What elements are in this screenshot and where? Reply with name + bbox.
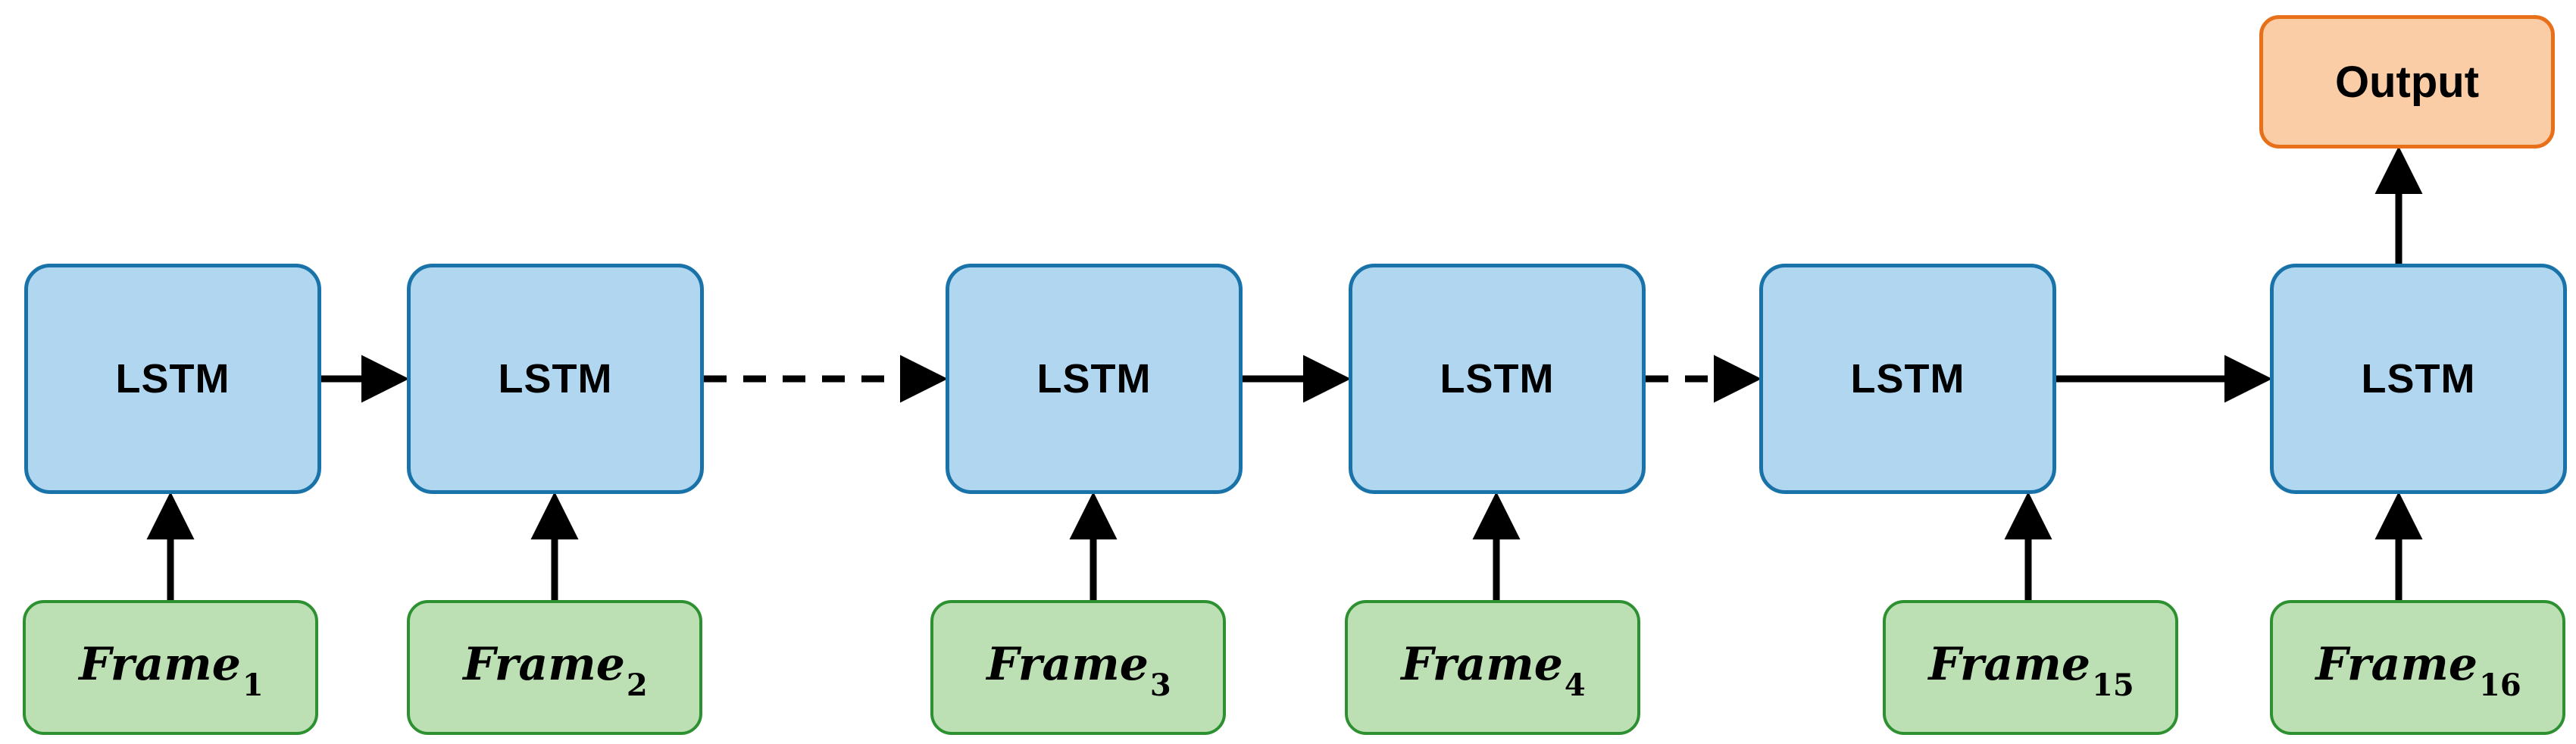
frame-node-label: Frame4 [1401,638,1586,703]
frame-node-base: Frame [463,638,625,691]
frame-node-label: Frame15 [1928,638,2134,703]
frame-node-base: Frame [79,638,241,691]
frame-node-index: 2 [626,667,648,703]
frame-node[interactable]: Frame1 [23,600,318,735]
frame-node-index: 1 [242,667,264,703]
lstm-node[interactable]: LSTM [1349,264,1646,494]
lstm-node-label: LSTM [1036,356,1152,402]
frame-node[interactable]: Frame4 [1345,600,1640,735]
lstm-node[interactable]: LSTM [407,264,704,494]
output-node[interactable]: Output [2259,15,2555,148]
frame-node-base: Frame [1928,638,2091,691]
frame-node-index: 15 [2092,667,2134,703]
frame-node-index: 3 [1149,667,1171,703]
lstm-node-label: LSTM [1850,356,1965,402]
output-node-label: Output [2334,57,2480,107]
lstm-node[interactable]: LSTM [2270,264,2567,494]
frame-node[interactable]: Frame16 [2270,600,2565,735]
lstm-node[interactable]: LSTM [946,264,1243,494]
lstm-node-label: LSTM [1440,356,1555,402]
frame-node-index: 16 [2479,667,2521,703]
vertical-edges-group [146,492,2423,600]
frame-node-label: Frame2 [463,638,648,703]
lstm-node-label: LSTM [2361,356,2476,402]
frame-node[interactable]: Frame15 [1883,600,2178,735]
lstm-node-label: LSTM [498,356,613,402]
frame-node-base: Frame [986,638,1149,691]
lstm-node[interactable]: LSTM [24,264,321,494]
frame-node-label: Frame16 [2315,638,2521,703]
lstm-node-label: LSTM [115,356,230,402]
frame-node-index: 4 [1564,667,1586,703]
frame-node-base: Frame [2315,638,2478,691]
frame-node-label: Frame1 [79,638,264,703]
frame-node-label: Frame3 [986,638,1171,703]
lstm-node[interactable]: LSTM [1759,264,2056,494]
frame-node-base: Frame [1401,638,1563,691]
frame-node[interactable]: Frame3 [930,600,1226,735]
frame-node[interactable]: Frame2 [407,600,702,735]
